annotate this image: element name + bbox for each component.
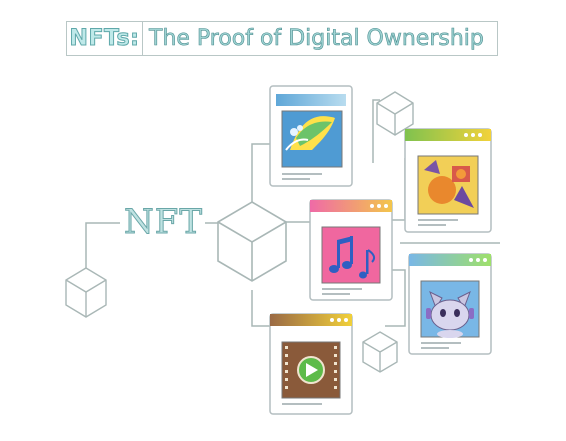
title-main: The Proof of Digital Ownership bbox=[149, 26, 484, 52]
connector-hub-art bbox=[251, 143, 270, 203]
card-art bbox=[269, 85, 353, 187]
film-strip-icon bbox=[285, 346, 337, 389]
card-game bbox=[404, 128, 492, 233]
card-avatar bbox=[408, 253, 492, 355]
connector-music-avatar bbox=[385, 269, 406, 327]
connector-hub-video bbox=[251, 290, 270, 327]
hub-cube-icon bbox=[217, 201, 287, 282]
title-prefix: NFTs: bbox=[67, 22, 143, 55]
bottom-cube-icon bbox=[362, 331, 398, 373]
landscape-art-icon bbox=[285, 116, 335, 151]
connector-music-game bbox=[392, 158, 406, 221]
left-cube-icon bbox=[65, 267, 107, 318]
cat-avatar-icon bbox=[426, 290, 474, 338]
card-music bbox=[309, 199, 393, 301]
card-video bbox=[269, 313, 353, 415]
play-icon bbox=[297, 356, 325, 384]
music-notes-icon bbox=[329, 236, 376, 279]
connector-left bbox=[85, 222, 120, 268]
nft-center-label: NFT bbox=[123, 202, 204, 243]
game-art-icon bbox=[424, 160, 474, 208]
title-banner: NFTs: The Proof of Digital Ownership bbox=[66, 21, 498, 56]
connector-art-cube bbox=[372, 99, 380, 163]
top-right-cube-icon bbox=[376, 91, 414, 136]
